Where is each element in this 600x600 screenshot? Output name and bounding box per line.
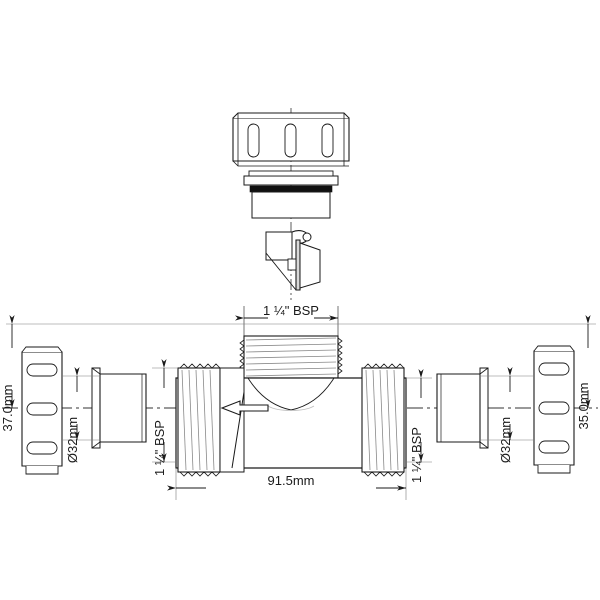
right-nut-height-label: 35.0mm (576, 383, 591, 430)
left-body-thread-label: 1 ¼" BSP (152, 420, 167, 476)
knob-grip-slot (321, 123, 334, 158)
top-thread-dimension-label: 1 ¼" BSP (263, 303, 319, 318)
right-spigot-insert (436, 367, 489, 449)
left-thread-lines (181, 369, 215, 471)
dimension-right-nut-height: 35.0mm (576, 315, 591, 430)
sealing-washer (249, 185, 333, 193)
dimension-top-thread: 1 ¼" BSP (235, 303, 339, 336)
dimension-right-spigot-diameter: Ø32mm (498, 367, 513, 463)
body-length-label: 91.5mm (268, 473, 315, 488)
nut-grip-slot (26, 441, 58, 455)
knob-grip-slot (284, 123, 297, 158)
valve-flap (265, 230, 321, 291)
dimension-body-length: 91.5mm (167, 473, 406, 491)
knob (232, 112, 350, 167)
knob-grip-slot (247, 123, 260, 158)
flow-arrow (220, 400, 269, 416)
cap-neck (251, 191, 331, 219)
flap-blade (295, 239, 301, 291)
body-left-thread (177, 363, 245, 477)
nut-grip-slot (538, 362, 570, 376)
left-spigot-insert (91, 367, 147, 449)
right-body-thread-label: 1 ¼" BSP (409, 427, 424, 483)
dimension-left-body-thread: 1 ¼" BSP (152, 359, 167, 476)
witness-lines (6, 323, 596, 500)
cap-flange (243, 170, 339, 186)
dimension-left-spigot-diameter: Ø32mm (65, 367, 80, 463)
nut-grip-slot (26, 363, 58, 377)
left-compression-nut (21, 346, 63, 475)
nut-grip-slot (26, 402, 58, 416)
internal-funnel (247, 377, 335, 411)
vertical-threaded-neck (239, 335, 343, 379)
right-spigot-diameter-label: Ø32mm (498, 417, 513, 463)
nut-grip-slot (538, 440, 570, 454)
cap-assembly (232, 108, 350, 300)
right-thread-lines (365, 369, 399, 471)
dimension-right-body-thread: 1 ¼" BSP (409, 369, 424, 483)
dimension-left-nut-height: 37.0mm (0, 315, 15, 432)
valve-body (175, 335, 407, 477)
left-nut-height-label: 37.0mm (0, 385, 15, 432)
body-right-thread (361, 363, 405, 477)
nut-grip-slot (538, 401, 570, 415)
left-spigot-diameter-label: Ø32mm (65, 417, 80, 463)
right-compression-nut (533, 345, 575, 474)
neck-thread-lines (245, 337, 337, 377)
